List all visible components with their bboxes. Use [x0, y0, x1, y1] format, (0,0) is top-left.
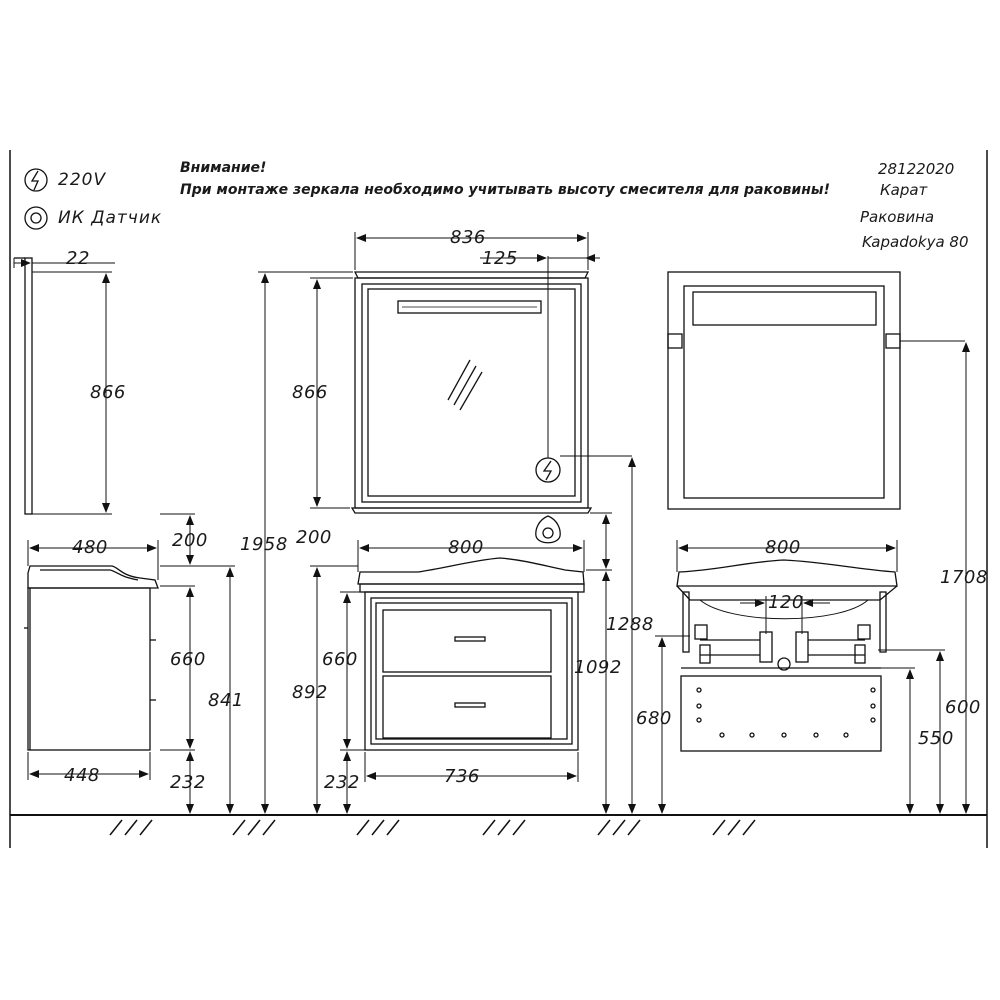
dim-front-total-height: 1958: [240, 534, 288, 555]
dim-front-mirror-height: 866: [292, 382, 328, 403]
warning-title: Внимание!: [180, 160, 267, 176]
front-sensor-icon: [535, 515, 561, 544]
lightning-icon: [24, 168, 48, 192]
sensor-legend-label: ИК Датчик: [58, 208, 163, 228]
dim-rear-width: 800: [765, 537, 801, 558]
dim-front-gap: 200: [296, 527, 332, 548]
dim-side-sink-depth: 480: [72, 537, 108, 558]
dim-front-sink-width: 800: [448, 537, 484, 558]
dim-rear-bottom-mount: 550: [918, 728, 954, 749]
dim-front-socket-height: 1092: [574, 657, 622, 678]
dim-front-base-height: 232: [324, 772, 360, 793]
sink-label: Раковина: [860, 208, 935, 226]
rear-view-dimensions: [655, 342, 970, 814]
dim-side-cabinet-height: 660: [170, 649, 206, 670]
dim-side-gap: 200: [172, 530, 208, 551]
dim-front-mirror-width: 836: [450, 227, 486, 248]
warning-text: При монтаже зеркала необходимо учитывать…: [180, 182, 830, 198]
dim-front-sink-top-height: 892: [292, 682, 328, 703]
power-legend-label: 220V: [58, 170, 107, 190]
dim-rear-drain-height: 600: [945, 697, 981, 718]
product-code: 28122020: [878, 160, 955, 178]
dim-front-socket-offset: 125: [482, 248, 518, 269]
dim-front-cabinet-width: 736: [444, 766, 480, 787]
dim-rear-mount-height: 1708: [940, 567, 988, 588]
rear-view-cabinet: [676, 559, 898, 752]
dim-front-cabinet-height: 660: [322, 649, 358, 670]
dim-front-sensor-height: 1288: [606, 614, 654, 635]
front-view-mirror: [350, 271, 593, 514]
rear-view-mirror: [667, 271, 965, 510]
dim-rear-pipe-spacing: 120: [768, 592, 804, 613]
dim-side-top-height: 841: [208, 690, 244, 711]
floor-line: [10, 814, 987, 836]
front-view-dimensions: [258, 232, 636, 814]
dim-rear-cabinet-mount: 680: [636, 708, 672, 729]
side-view: [14, 257, 159, 751]
front-view-cabinet: [357, 557, 585, 751]
front-socket-icon: [535, 455, 632, 483]
sheet-frame: [9, 150, 988, 848]
dim-side-cabinet-depth: 448: [64, 765, 100, 786]
ir-sensor-icon: [24, 206, 48, 230]
side-view-dimensions: [13, 258, 235, 814]
sink-model: Kapadokya 80: [862, 233, 969, 251]
dim-side-mirror-depth: 22: [66, 248, 90, 269]
dim-side-base-height: 232: [170, 772, 206, 793]
product-series: Карат: [880, 181, 928, 199]
dim-side-mirror-height: 866: [90, 382, 126, 403]
